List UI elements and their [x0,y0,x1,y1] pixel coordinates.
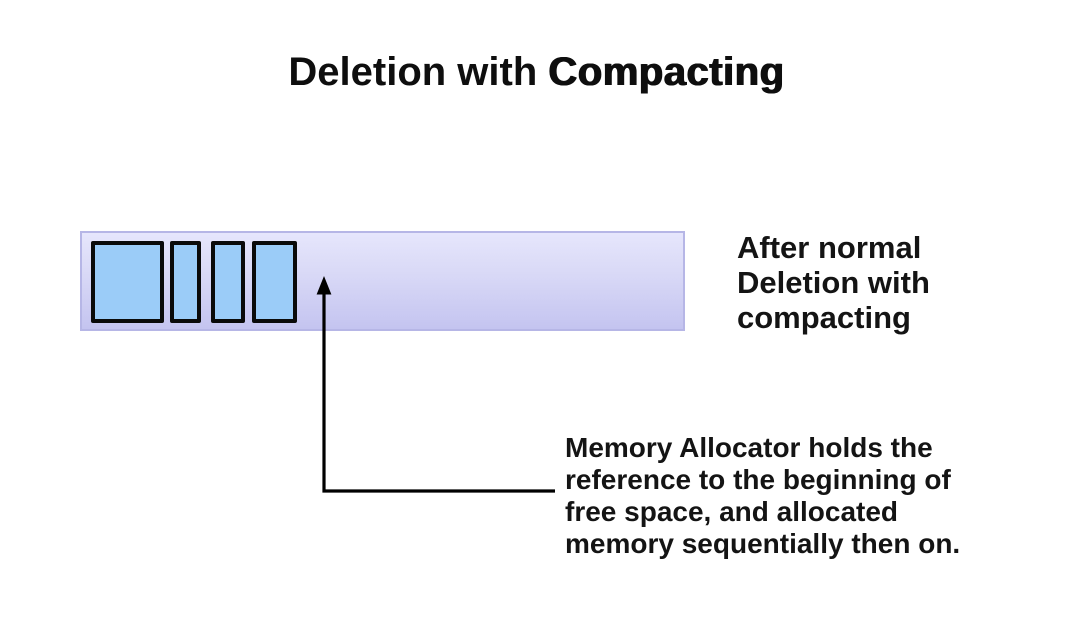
after-label-line-3: compacting [737,300,911,335]
after-label-line-2: Deletion with [737,265,930,300]
allocated-block-4 [252,241,297,323]
after-deletion-label: After normal Deletion with compacting [737,230,930,335]
title-emphasis-text: Compacting [548,50,785,94]
memory-bar [80,231,685,331]
allocated-block-2 [170,241,201,323]
allocated-block-3 [211,241,245,323]
annotation-line-4: memory sequentially then on. [565,528,961,559]
annotation-line-2: reference to the beginning of [565,464,951,495]
annotation-line-1: Memory Allocator holds the [565,432,933,463]
after-label-line-1: After normal [737,230,922,265]
allocated-block-1 [91,241,164,323]
annotation-line-3: free space, and allocated [565,496,899,527]
title-prefix-text: Deletion with [288,50,538,94]
memory-allocator-annotation: Memory Allocator holds the reference to … [565,432,960,560]
